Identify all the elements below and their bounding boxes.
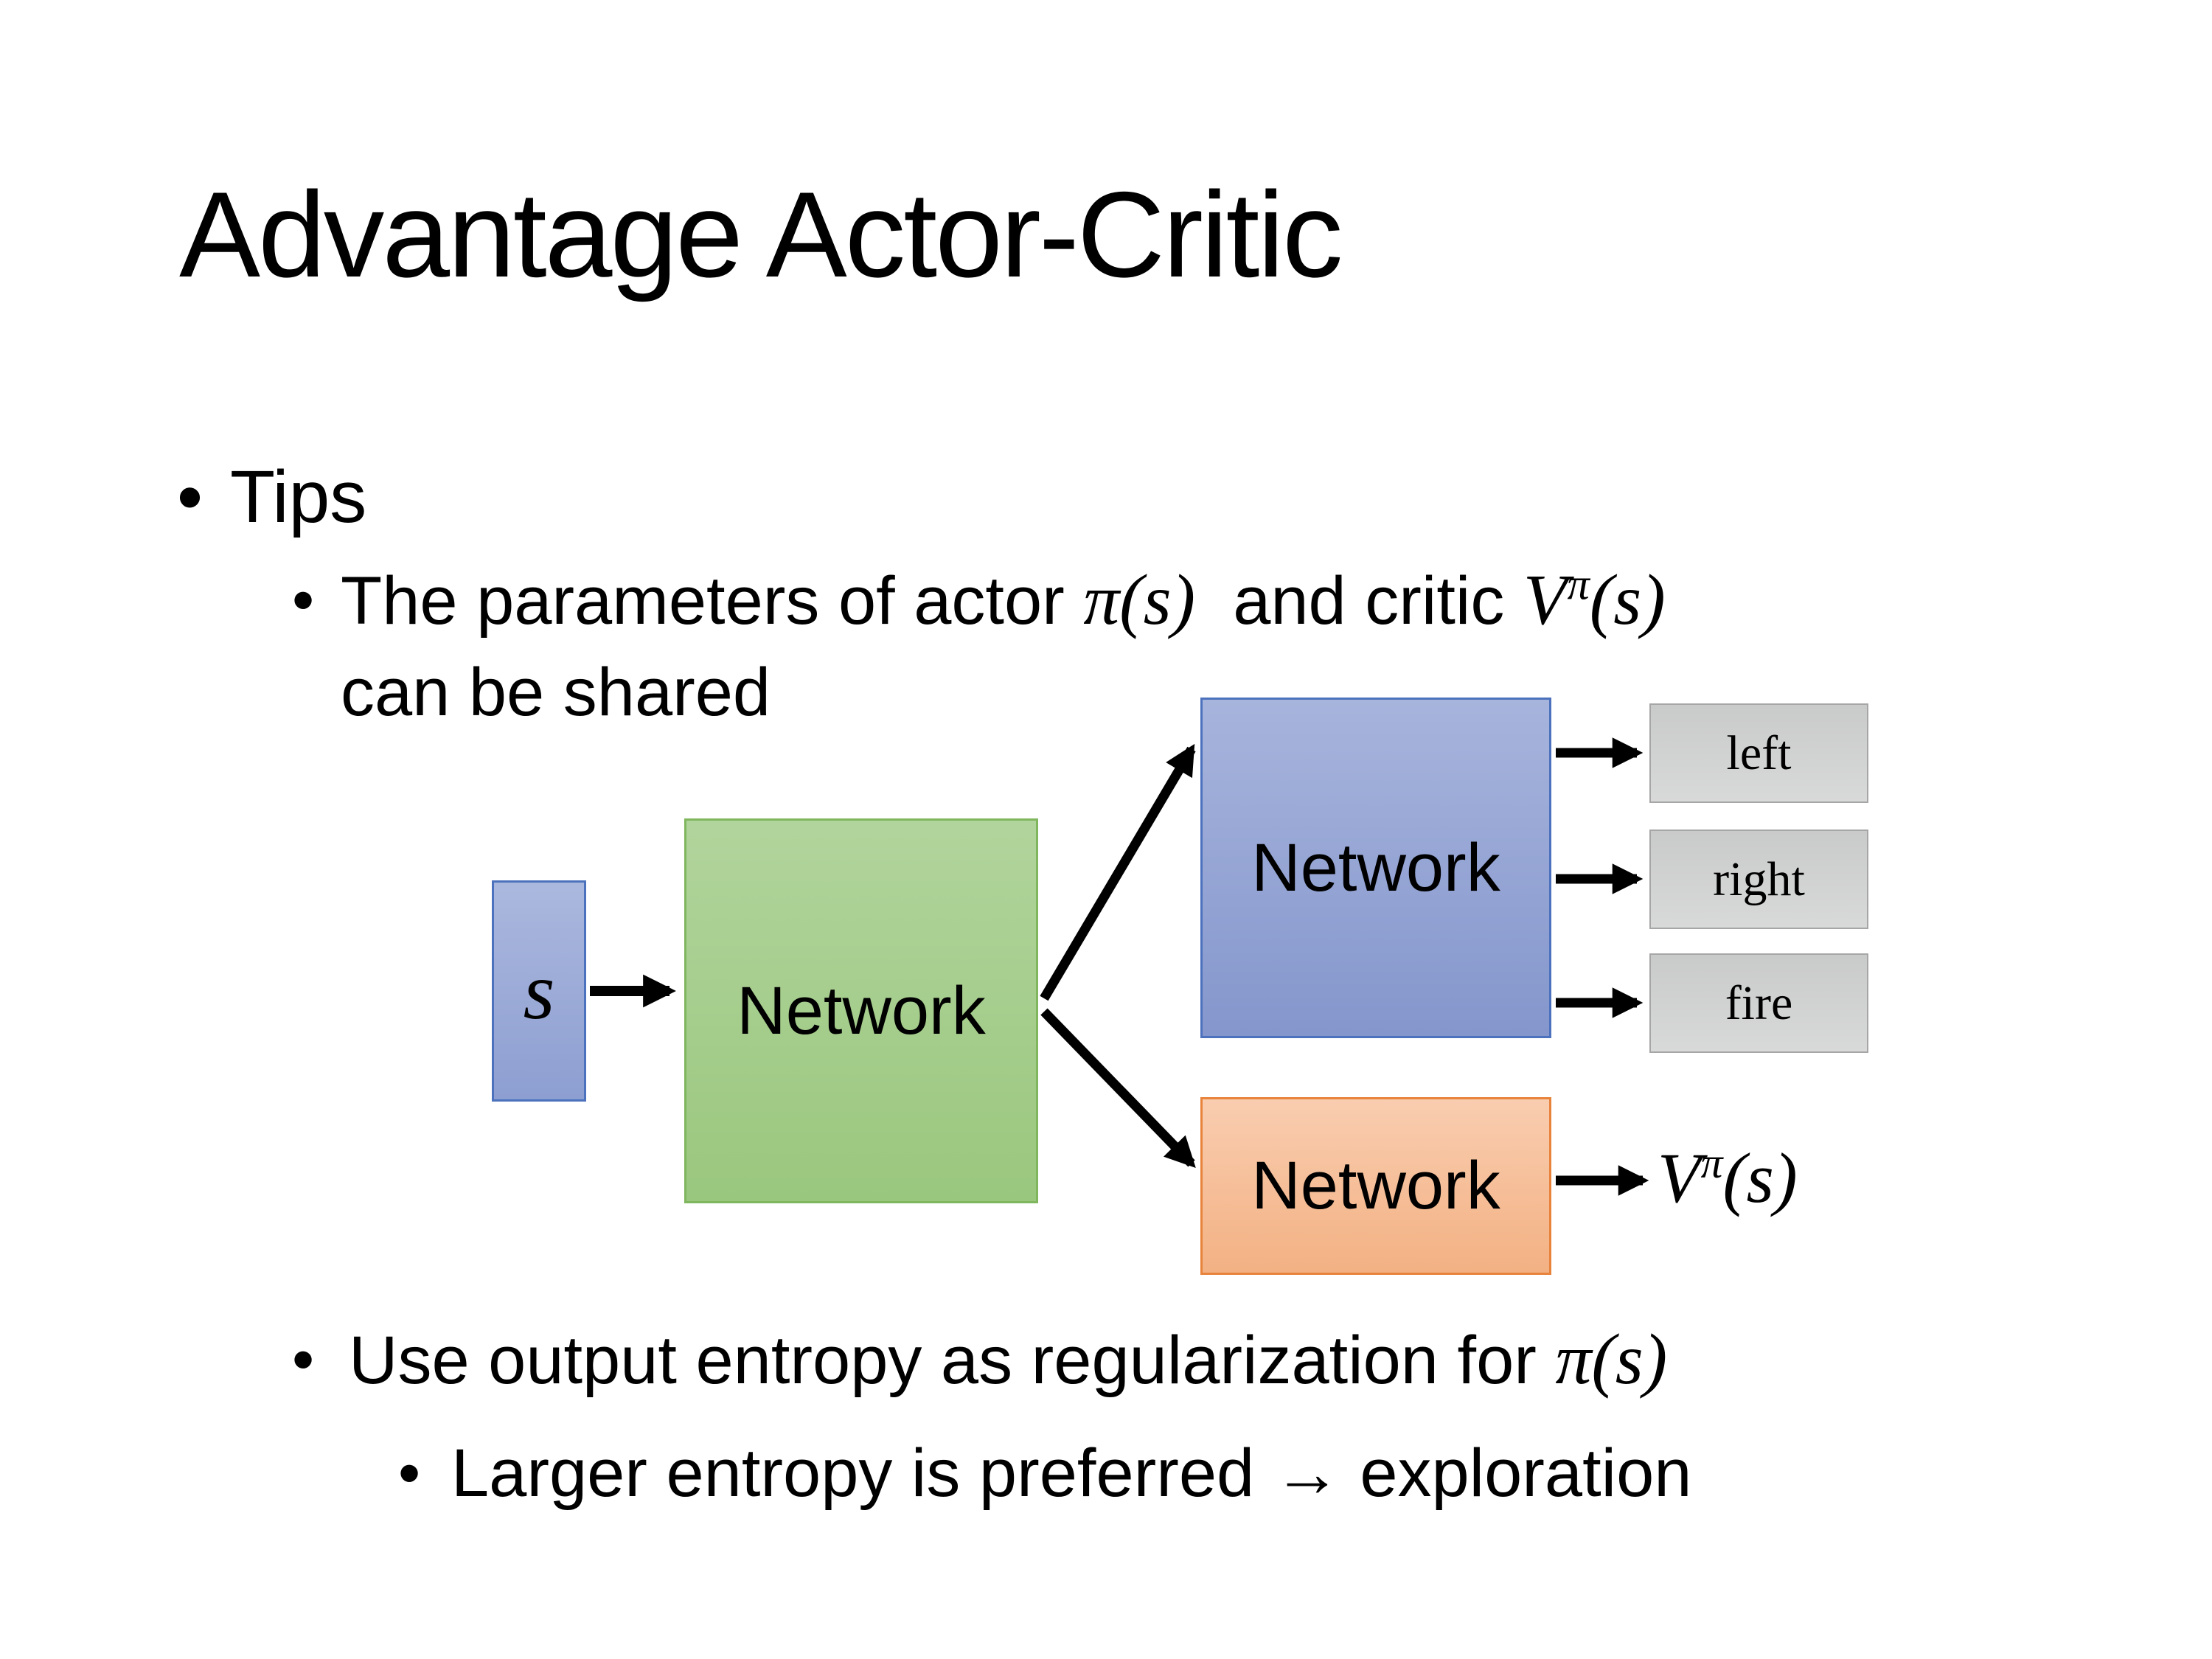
shared-network-box: Network [684,818,1038,1203]
actor-network-box: Network [1200,698,1551,1038]
bullet-icon: • [292,565,315,636]
explore-post-text: exploration [1340,1436,1692,1511]
bullet-icon: • [398,1438,421,1509]
bullet-explore-row: • Larger entropy is preferred → explorat… [398,1427,1691,1519]
critic-value-math: Vπ(s) [1523,560,1666,640]
arrow-shared-to-actor [1040,743,1196,1001]
bullet-entropy-text: Use output entropy as regularization for… [349,1314,1667,1406]
action-fire-label: fire [1725,975,1793,1030]
critic-output-v: V [1658,1138,1701,1217]
right-arrow-glyph: → [1273,1436,1341,1511]
params-pre-text: The parameters of actor [341,563,1084,639]
state-input-box: s [492,880,586,1102]
bullet-tips-row: • Tips [177,451,366,543]
entropy-pre-text: Use output entropy as regularization for [349,1323,1556,1398]
explore-pre-text: Larger entropy is preferred [451,1436,1273,1511]
bullet-entropy-row: • Use output entropy as regularization f… [292,1314,1667,1406]
state-label: s [523,945,555,1036]
page-title: Advantage Actor-Critic [179,167,1343,302]
critic-output-arg: (s) [1722,1138,1798,1217]
shared-network-label: Network [737,973,986,1048]
critic-output-math: Vπ(s) [1658,1133,1798,1225]
critic-arg-text: (s) [1589,560,1666,640]
bullet-params-row: • The parameters of actor π(s) and criti… [292,554,1666,738]
action-box-fire: fire [1649,953,1868,1053]
bullet-params-text: The parameters of actor π(s) and critic … [341,554,1666,738]
bullet-params-line2: can be shared [341,655,771,730]
params-mid-text: and critic [1195,563,1523,639]
arrow-shared-to-critic [1040,1008,1196,1168]
critic-output-sup: π [1700,1138,1723,1187]
entropy-policy-math: π(s) [1555,1320,1668,1399]
action-right-label: right [1713,852,1805,906]
actor-network-label: Network [1251,830,1500,905]
action-left-label: left [1726,726,1792,780]
critic-pi-superscript: π [1567,560,1590,610]
bullet-tips-label: Tips [230,456,367,538]
actor-policy-math: π(s) [1083,560,1196,640]
critic-v-symbol: V [1523,560,1568,640]
critic-network-box: Network [1200,1097,1551,1275]
bullet-icon: • [292,1324,315,1395]
action-box-left: left [1649,703,1868,803]
bullet-explore-text: Larger entropy is preferred → exploratio… [451,1427,1691,1519]
bullet-icon: • [177,456,204,538]
bullet-params-line1: The parameters of actor π(s) and critic … [341,554,1666,647]
action-box-right: right [1649,830,1868,929]
critic-network-label: Network [1251,1148,1500,1223]
